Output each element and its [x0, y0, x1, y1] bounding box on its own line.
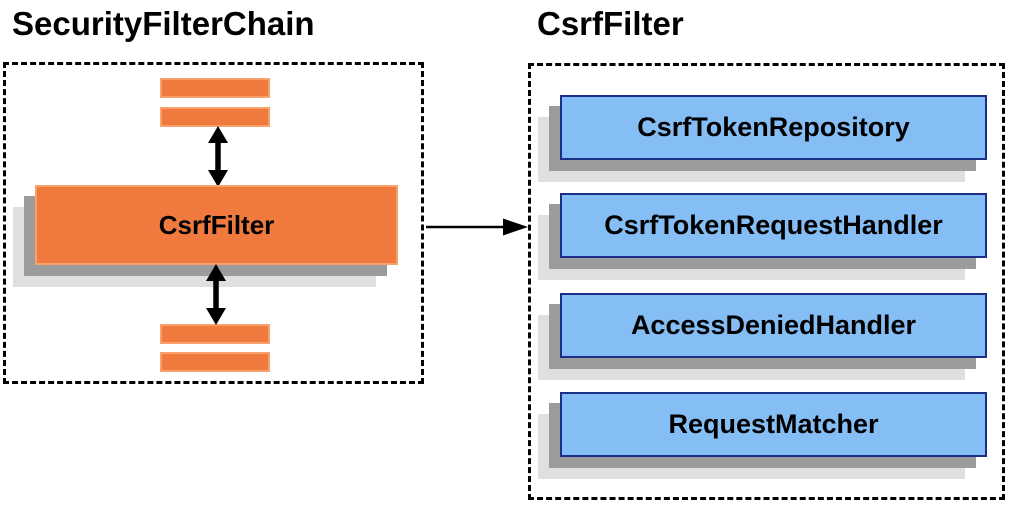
- security-filter-chain-container: [3, 62, 424, 384]
- flow-arrow-icon: [426, 218, 528, 236]
- collaborator-box-access-denied-handler: AccessDeniedHandler: [560, 293, 987, 358]
- filter-placeholder-bar: [160, 324, 270, 344]
- csrf-filter-node-label: CsrfFilter: [158, 209, 275, 240]
- csrf-filter-title: CsrfFilter: [537, 5, 684, 42]
- csrf-filter-container: [528, 63, 1005, 500]
- collaborator-box-request-matcher: RequestMatcher: [560, 392, 987, 457]
- bidirectional-arrow-icon: [208, 126, 228, 187]
- filter-placeholder-bar: [160, 107, 270, 127]
- csrf-filter-node: CsrfFilter: [35, 185, 398, 265]
- collaborator-box-csrf-token-repository: CsrfTokenRepository: [560, 95, 987, 160]
- filter-placeholder-bar: [160, 78, 270, 98]
- collaborator-box-label: RequestMatcher: [668, 409, 879, 439]
- bidirectional-arrow-icon: [206, 264, 226, 325]
- collaborator-box-label: CsrfTokenRepository: [637, 112, 910, 142]
- collaborator-box-label: AccessDeniedHandler: [630, 310, 917, 340]
- security-filter-chain-title: SecurityFilterChain: [12, 5, 315, 42]
- collaborator-box-label: CsrfTokenRequestHandler: [604, 210, 943, 240]
- collaborator-box-csrf-token-request-handler: CsrfTokenRequestHandler: [560, 193, 987, 258]
- filter-placeholder-bar: [160, 352, 270, 372]
